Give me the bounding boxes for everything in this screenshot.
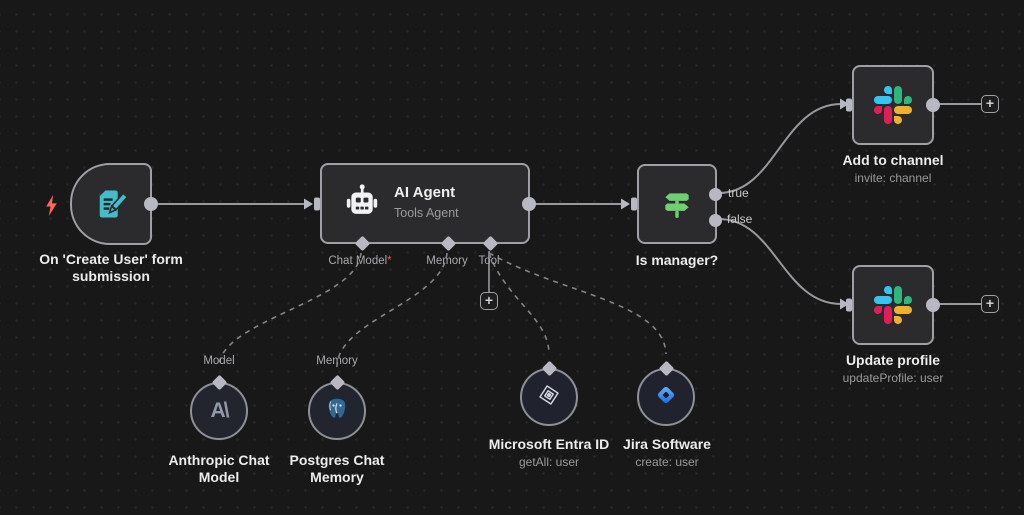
branch-true-label: true bbox=[728, 186, 749, 200]
jira-operation: create: user bbox=[635, 455, 699, 469]
branch-true-port[interactable] bbox=[709, 188, 722, 201]
postgres-node-label: Postgres Chat Memory bbox=[289, 452, 385, 485]
wire-true-slack-add bbox=[718, 103, 842, 194]
branch-node-label: Is manager? bbox=[635, 252, 719, 268]
arrowhead-slack-update-input bbox=[840, 298, 849, 310]
postgres-icon bbox=[323, 395, 351, 428]
trigger-output-port[interactable] bbox=[144, 197, 158, 211]
slack-update-output-port[interactable] bbox=[926, 298, 940, 312]
required-asterisk: * bbox=[387, 255, 392, 267]
wire-tool-jira bbox=[488, 252, 667, 355]
agent-title: AI Agent bbox=[394, 184, 456, 201]
node-slack-add-to-channel[interactable] bbox=[846, 65, 940, 145]
form-icon bbox=[72, 165, 150, 243]
add-node-after-slack-update-button[interactable]: + bbox=[981, 295, 999, 313]
node-anthropic-chat-model[interactable]: A\ bbox=[190, 374, 248, 440]
node-postgres-chat-memory[interactable] bbox=[308, 374, 366, 440]
slack-icon bbox=[854, 67, 932, 143]
slack-update-input-port[interactable] bbox=[846, 298, 852, 312]
slack-add-input-port[interactable] bbox=[846, 98, 852, 112]
agent-memory-port-label: Memory bbox=[426, 255, 468, 267]
slack-icon bbox=[854, 267, 932, 343]
node-jira-software[interactable] bbox=[637, 360, 695, 426]
jira-icon bbox=[652, 381, 680, 414]
trigger-node-label: On 'Create User' form submission bbox=[39, 251, 183, 284]
robot-icon bbox=[344, 183, 380, 224]
agent-tool-port-label: Tool bbox=[478, 255, 500, 267]
node-ai-agent[interactable]: AI Agent Tools Agent bbox=[314, 163, 536, 252]
wire-false-slack-update bbox=[718, 218, 842, 305]
jira-node-label: Jira Software bbox=[623, 436, 711, 452]
lightning-icon bbox=[46, 195, 57, 216]
add-node-after-slack-add-button[interactable]: + bbox=[981, 95, 999, 113]
anthropic-port-label: Model bbox=[203, 355, 235, 367]
wire-memory-postgres bbox=[336, 252, 448, 368]
agent-chatmodel-port-label: Chat Model* bbox=[328, 255, 392, 267]
entra-operation: getAll: user bbox=[518, 455, 580, 469]
branch-false-port[interactable] bbox=[709, 214, 722, 227]
node-slack-update-profile[interactable] bbox=[846, 265, 940, 345]
anthropic-node-label: Anthropic Chat Model bbox=[168, 452, 270, 485]
slack-add-node-label: Add to channel bbox=[842, 152, 944, 168]
wire-chatmodel-anthropic bbox=[218, 252, 362, 368]
entra-icon bbox=[535, 381, 563, 414]
agent-subtitle: Tools Agent bbox=[394, 206, 459, 220]
add-tool-button[interactable]: + bbox=[480, 292, 498, 310]
entra-node-label: Microsoft Entra ID bbox=[488, 436, 610, 452]
node-is-manager[interactable] bbox=[631, 164, 722, 244]
signpost-icon bbox=[639, 166, 715, 242]
node-form-trigger[interactable] bbox=[70, 163, 158, 245]
anthropic-icon: A\ bbox=[210, 399, 230, 422]
slack-add-output-port[interactable] bbox=[926, 98, 940, 112]
slack-update-node-label: Update profile bbox=[845, 352, 941, 368]
arrowhead-slack-add-input bbox=[840, 98, 849, 110]
agent-input-port[interactable] bbox=[314, 197, 320, 210]
branch-false-label: false bbox=[727, 212, 753, 226]
branch-input-port[interactable] bbox=[631, 197, 637, 211]
arrowhead-agent-input bbox=[304, 198, 313, 210]
slack-add-operation: invite: channel bbox=[854, 171, 932, 185]
node-microsoft-entra-id[interactable] bbox=[520, 360, 578, 426]
slack-update-operation: updateProfile: user bbox=[842, 371, 944, 385]
agent-output-port[interactable] bbox=[522, 196, 536, 211]
arrowhead-branch-input bbox=[621, 198, 630, 210]
postgres-port-label: Memory bbox=[316, 355, 358, 367]
